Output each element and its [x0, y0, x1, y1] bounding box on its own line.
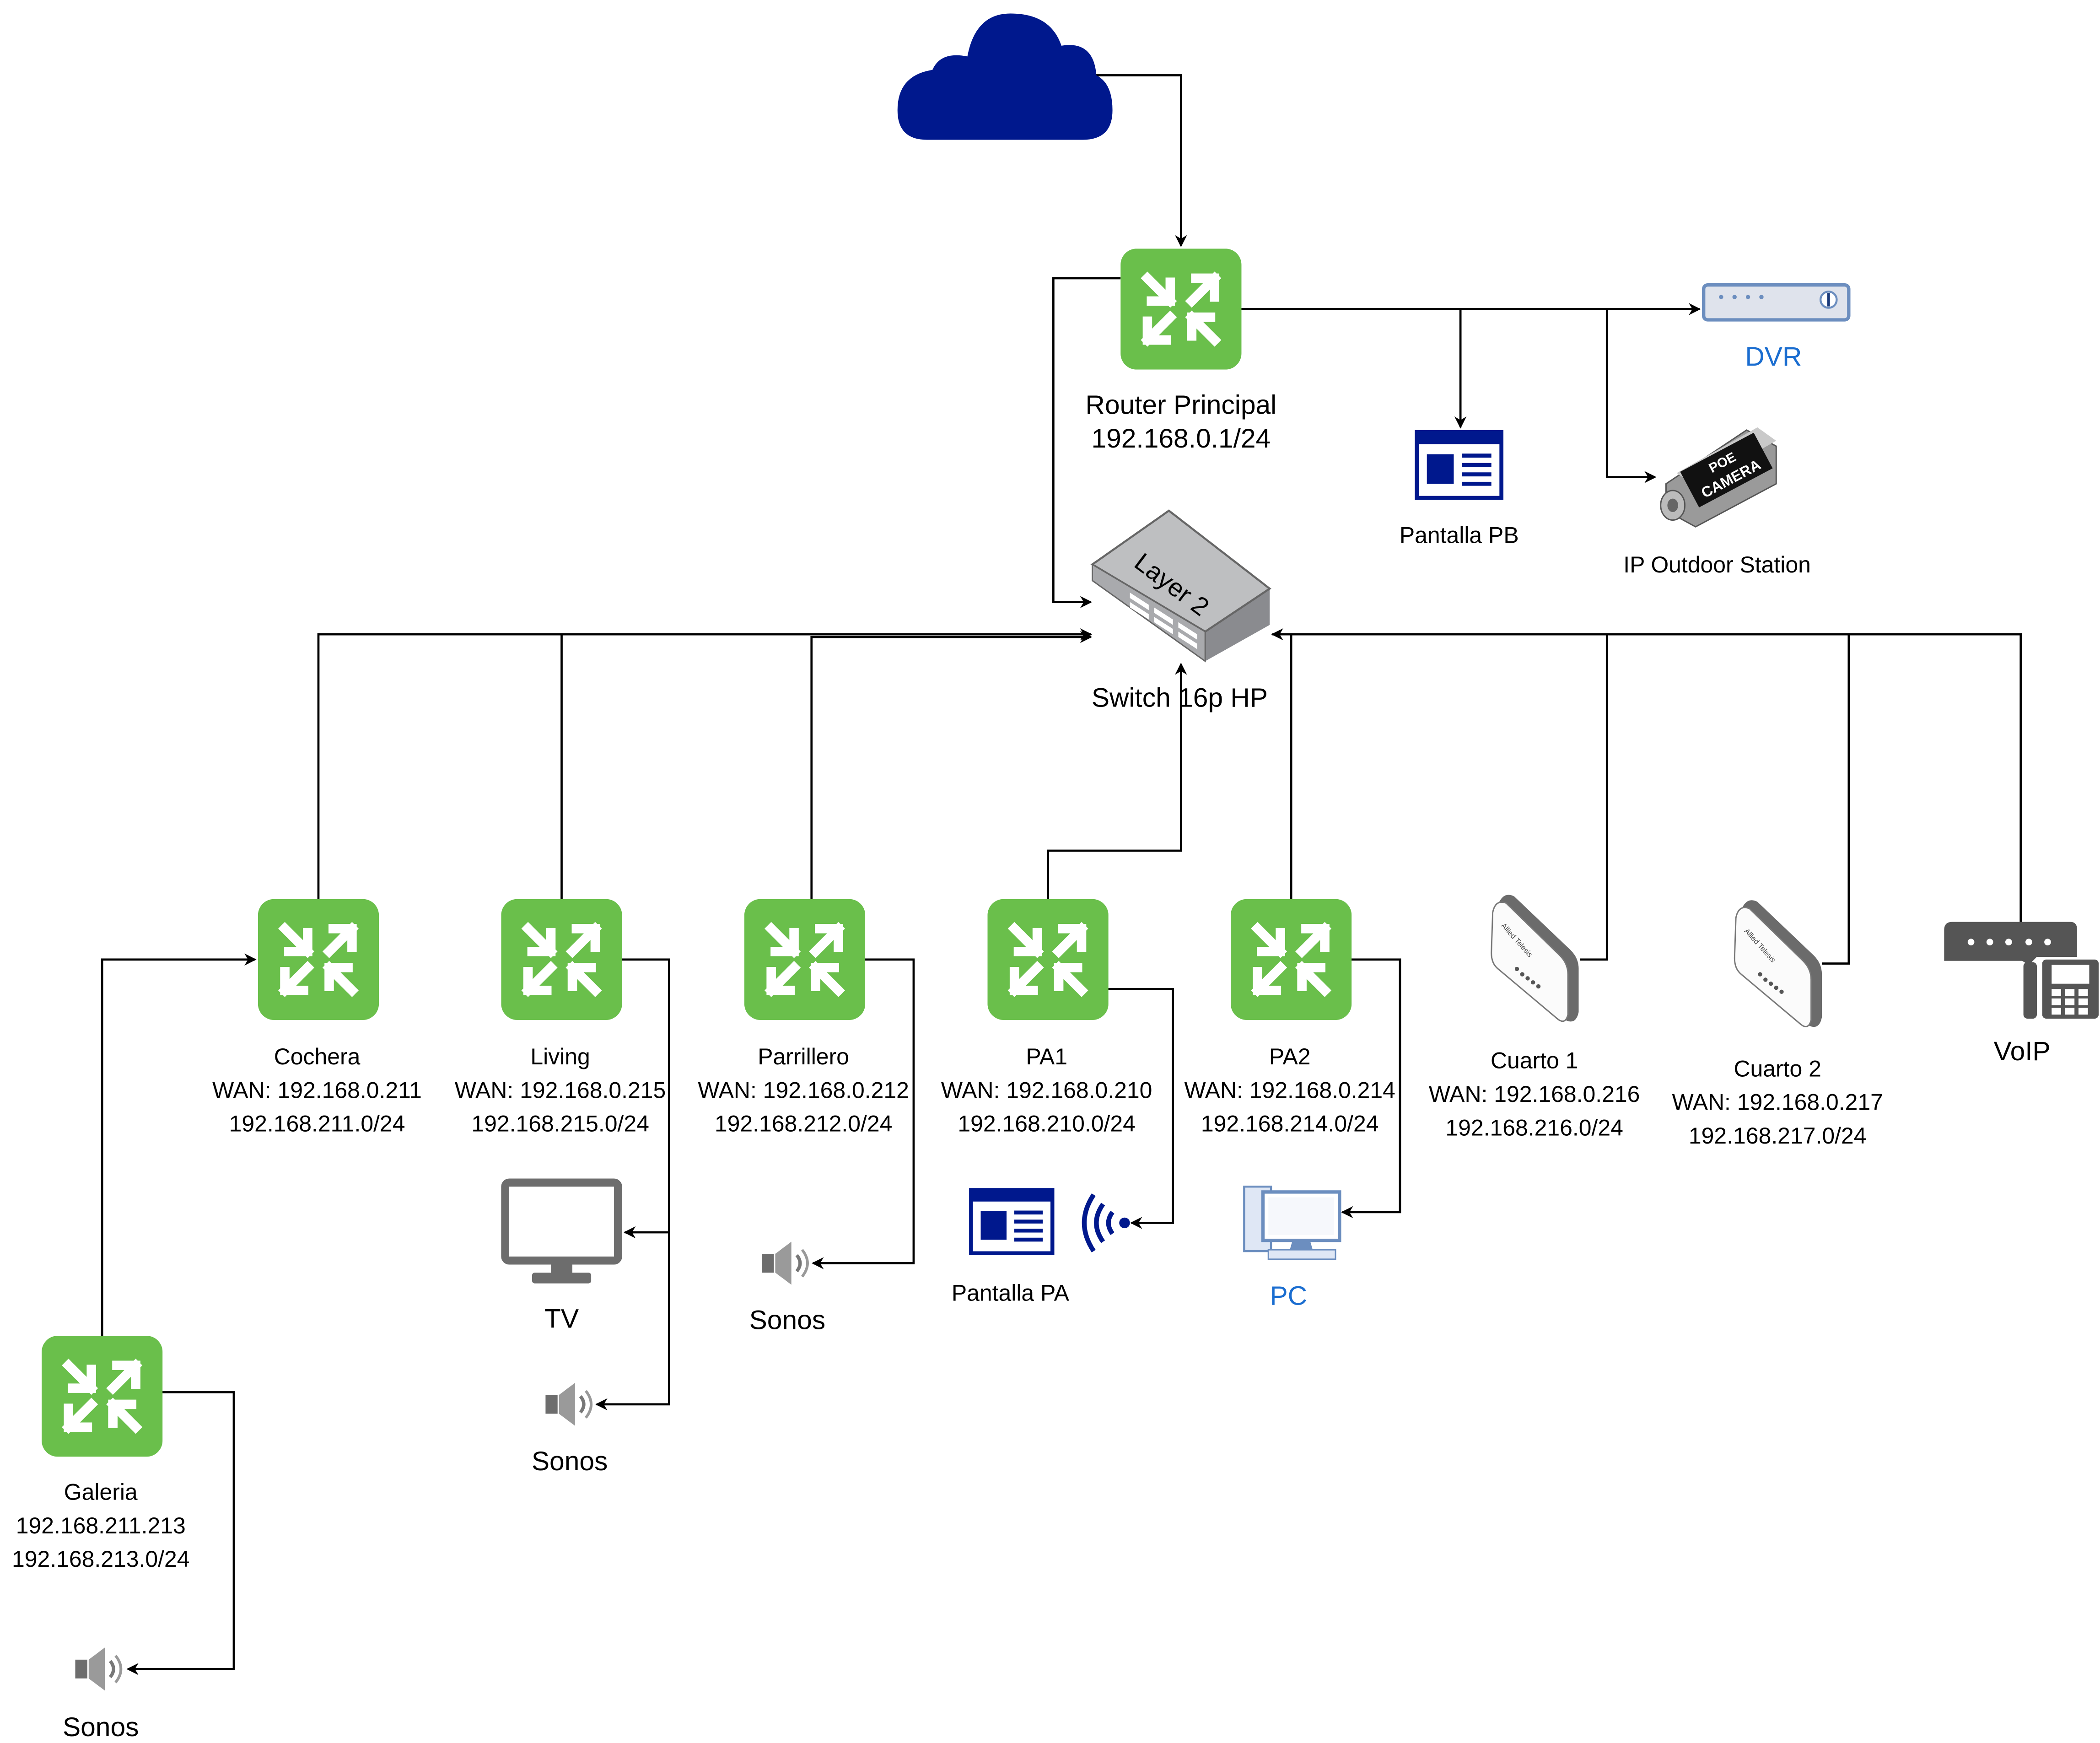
router-principal-name: Router Principal [1085, 390, 1276, 420]
access-point-cuarto2[interactable]: Allied Telesis Cuarto 2 WAN: 192.168.0.2… [1672, 899, 1883, 1149]
link-living-sonos [595, 1232, 670, 1411]
router-lan: 192.168.215.0/24 [471, 1111, 649, 1137]
router-icon[interactable] [42, 1336, 162, 1457]
dvr-label: DVR [1745, 342, 1802, 372]
sonos-parrillero-label: Sonos [749, 1305, 826, 1335]
router-wan: WAN: 192.168.0.211 [212, 1077, 422, 1103]
link-living-tv [620, 958, 670, 1239]
router-icon[interactable] [501, 899, 622, 1020]
sonos-living-label: Sonos [532, 1446, 608, 1476]
router-name: Galeria [64, 1479, 138, 1505]
ap-name: Cuarto 1 [1491, 1048, 1578, 1074]
router-wan: WAN: 192.168.0.212 [698, 1077, 909, 1103]
link-pa1-switch [1047, 663, 1187, 899]
access-point-icon[interactable] [1734, 899, 1822, 1028]
router-pa2[interactable]: PA2 WAN: 192.168.0.214 192.168.214.0/24 [1184, 899, 1395, 1137]
router-galeria[interactable]: Galeria 192.168.211.213 192.168.213.0/24 [12, 1336, 190, 1572]
router-icon[interactable] [1231, 899, 1352, 1020]
router-principal-ip: 192.168.0.1/24 [1091, 424, 1271, 453]
link-cuarto2-switch [1822, 634, 1850, 965]
router-icon[interactable] [744, 899, 865, 1020]
link-galeria-sonos [126, 1391, 235, 1675]
router-name: Parrillero [758, 1044, 849, 1069]
camera-icon[interactable]: POE CAMERA [1660, 427, 1777, 528]
router-lan: 192.168.213.0/24 [12, 1546, 190, 1572]
speaker-icon[interactable] [762, 1242, 808, 1285]
router-lan: 192.168.210.0/24 [958, 1111, 1136, 1137]
tv-icon[interactable] [501, 1178, 622, 1284]
pc-label: PC [1270, 1281, 1307, 1311]
router-name: Living [530, 1044, 590, 1069]
router-lan: 192.168.214.0/24 [1201, 1111, 1379, 1137]
speaker-icon[interactable] [75, 1647, 121, 1690]
pantalla-pa-label: Pantalla PA [952, 1280, 1070, 1306]
router-cochera[interactable]: Cochera WAN: 192.168.0.211 192.168.211.0… [212, 899, 422, 1137]
router-principal-icon[interactable] [1120, 248, 1241, 369]
link-router-switch [1052, 277, 1121, 608]
ap-name: Cuarto 2 [1734, 1056, 1821, 1081]
link-router-camera [1605, 309, 1657, 483]
router-name: PA2 [1269, 1044, 1311, 1069]
router-icon[interactable] [258, 899, 379, 1020]
speaker-icon[interactable] [545, 1383, 591, 1426]
link-voip-switch [1271, 628, 2022, 922]
router-wan: 192.168.211.213 [16, 1513, 186, 1538]
pantalla-pa-icon[interactable] [971, 1190, 1052, 1253]
dvr-icon[interactable] [1702, 283, 1851, 322]
pantalla-pb-icon[interactable] [1417, 432, 1502, 498]
link-pa2-pc [1341, 958, 1401, 1219]
connections [101, 74, 2022, 1675]
router-lan: 192.168.211.0/24 [229, 1111, 405, 1137]
tv-label: TV [544, 1304, 579, 1333]
ap-lan: 192.168.217.0/24 [1689, 1123, 1867, 1149]
access-point-icon[interactable] [1491, 894, 1579, 1022]
link-cochera-switch [317, 628, 1093, 899]
pc-icon[interactable] [1243, 1185, 1341, 1260]
pantalla-pb-label: Pantalla PB [1400, 522, 1519, 548]
router-lan: 192.168.212.0/24 [715, 1111, 893, 1137]
switch-icon[interactable]: Layer 2 [1090, 509, 1271, 663]
link-galeria-cochera [101, 953, 257, 1336]
router-icon[interactable] [987, 899, 1108, 1020]
ap-wan: WAN: 192.168.0.217 [1672, 1090, 1883, 1115]
camera-label: IP Outdoor Station [1623, 552, 1811, 577]
link-cloud-router [1095, 74, 1187, 248]
router-wan: WAN: 192.168.0.214 [1184, 1077, 1395, 1103]
ap-lan: 192.168.216.0/24 [1445, 1115, 1623, 1141]
access-point-cuarto1[interactable]: Allied Telesis Cuarto 1 WAN: 192.168.0.2… [1429, 894, 1640, 1141]
router-pa1[interactable]: PA1 WAN: 192.168.0.210 192.168.210.0/24 [941, 899, 1152, 1137]
router-wan: WAN: 192.168.0.210 [941, 1077, 1152, 1103]
link-parrillero-switch [810, 631, 1093, 899]
router-name: PA1 [1026, 1044, 1067, 1069]
link-cuarto1-switch [1580, 634, 1608, 961]
sonos-galeria-label: Sonos [63, 1712, 139, 1742]
link-pa1-wifi [1107, 988, 1174, 1229]
router-living[interactable]: Living WAN: 192.168.0.215 192.168.215.0/… [455, 899, 666, 1137]
link-parrillero-sonos [812, 958, 915, 1269]
switch-label: Switch 16p HP [1092, 683, 1268, 713]
router-parrillero[interactable]: Parrillero WAN: 192.168.0.212 192.168.21… [698, 899, 909, 1137]
voip-phone-icon[interactable] [1944, 922, 2099, 1019]
router-wan: WAN: 192.168.0.215 [455, 1077, 666, 1103]
router-name: Cochera [274, 1044, 361, 1069]
voip-label: VoIP [1994, 1036, 2051, 1066]
wifi-icon [1082, 1193, 1130, 1252]
ap-wan: WAN: 192.168.0.216 [1429, 1081, 1640, 1107]
cloud-icon [897, 13, 1113, 140]
